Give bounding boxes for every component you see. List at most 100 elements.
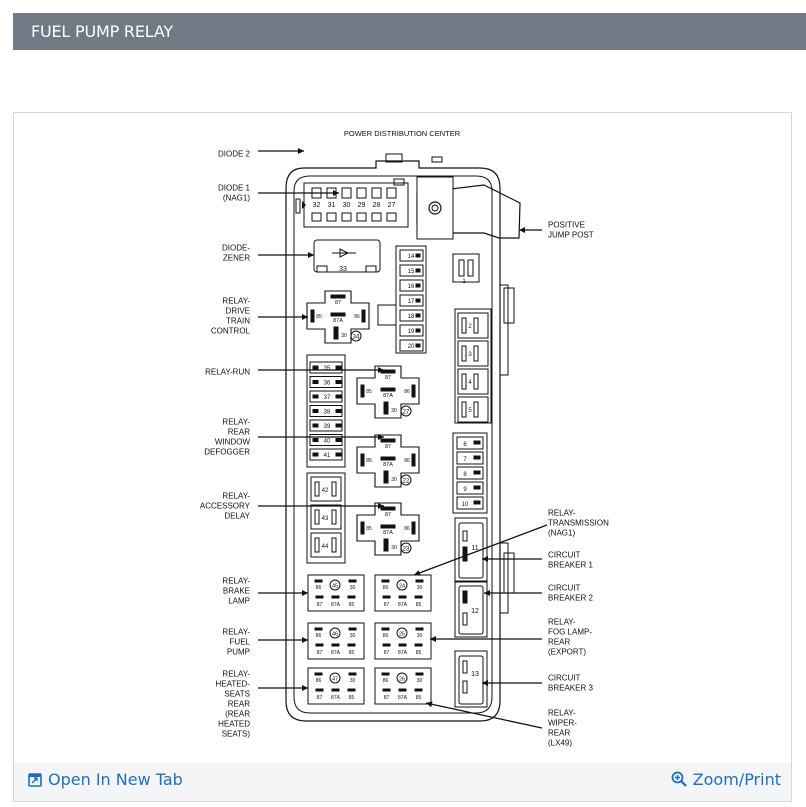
small-relay-24-label-b2: 85 [416, 602, 422, 608]
small-relay-47-pin-86 [314, 672, 323, 676]
right-arrow-2-head [482, 556, 488, 562]
left-arrow-8-head [302, 637, 308, 643]
small-relay-24-number: 24 [399, 584, 405, 590]
big-fuse-blade-a-2 [461, 317, 467, 334]
open-in-new-tab-link[interactable]: Open In New Tab [28, 770, 183, 789]
fuse-slot-38 [309, 405, 343, 417]
fuse-slot-37 [309, 390, 343, 403]
big-fuse-1-frame [452, 253, 480, 283]
fuse-slot-10 [456, 496, 484, 510]
fuse-number-36: 36 [324, 381, 331, 387]
relay-22-pin-87 [380, 438, 396, 443]
fuse-blade-17 [415, 298, 421, 303]
small-relay-46-pin-b0 [315, 643, 324, 647]
right-label-3-line-1: BREAKER 2 [548, 594, 593, 603]
small-relay-26-body [374, 667, 432, 705]
relay-23-pin-87a [380, 524, 396, 529]
small-relay-25-num-circle [396, 627, 408, 639]
small-relay-24-pin-b1 [398, 595, 407, 599]
right-arrow-5-head [482, 680, 488, 686]
small-relay-47-pin-b0 [315, 688, 324, 692]
relay-23-pin-85 [360, 521, 365, 535]
left-label-3-line-1: DRIVE [226, 307, 250, 316]
left-label-9-line-2: SEATS [224, 690, 250, 699]
breaker-12-frame [454, 580, 488, 638]
breaker-12-inner [458, 585, 484, 635]
right-arrow-1-line [413, 524, 548, 576]
small-relay-47-pin-30 [348, 672, 357, 676]
small-relay-25-pin-b0 [382, 643, 391, 647]
right-label-4-line-2: REAR [548, 638, 570, 647]
diode-slot-top-29 [356, 187, 367, 199]
breaker-13-inner [458, 655, 484, 705]
fuse-number-38: 38 [324, 410, 331, 416]
relay-27-num-circle [400, 405, 412, 417]
fuse-number-18: 18 [408, 314, 415, 320]
relay-34-label-86: 86 [354, 314, 360, 320]
big-fuse-number-3: 3 [468, 352, 472, 358]
small-relay-26-label-b0: 87 [384, 695, 390, 701]
right-clip-1-inner [503, 287, 515, 324]
fuse-number-19: 19 [408, 329, 415, 335]
housing-left-clip [295, 198, 301, 214]
small-relay-25-label-b0: 87 [384, 650, 390, 656]
fuse-number-39: 39 [324, 424, 331, 430]
left-label-5-line-0: RELAY- [222, 418, 250, 427]
breaker-number-12: 12 [471, 608, 479, 615]
left-label-7-line-2: LAMP [228, 597, 250, 606]
right-label-3-line-0: CIRCUIT [548, 584, 581, 593]
left-label-8-line-2: PUMP [227, 648, 250, 657]
big-fuse-blade-a-3 [461, 345, 467, 362]
diode-number-29: 29 [358, 202, 366, 209]
fuse-slot-15 [399, 264, 424, 277]
zener-block [313, 239, 381, 273]
fuse-slot-6 [456, 436, 484, 450]
big-fuse-number-44: 44 [322, 544, 329, 550]
breaker-13-blade-a [462, 660, 468, 674]
right-label-4-line-0: RELAY- [548, 618, 576, 627]
relay-23-body [356, 502, 420, 556]
fuse-number-17: 17 [408, 299, 415, 305]
zoom-print-label: Zoom/Print [692, 770, 781, 789]
relay-22-pin-87a [380, 456, 396, 461]
small-relay-26-pin-b1 [398, 688, 407, 692]
fuse-blade-9 [473, 485, 481, 490]
small-relay-45-num-circle [329, 579, 341, 591]
housing-top-nub [431, 156, 443, 163]
relay-27-label-30: 30 [391, 408, 397, 414]
relay-27-pin-87a [380, 387, 396, 392]
small-relay-25-pin-b1 [398, 643, 407, 647]
big-fuse-blade-b-4 [473, 373, 479, 390]
fuse-number-41: 41 [324, 453, 331, 459]
right-label-2-line-1: BREAKER 1 [548, 561, 593, 570]
relay-34-body [306, 290, 370, 344]
relay-22-pin-30 [383, 470, 389, 484]
zoom-print-link[interactable]: Zoom/Print [671, 770, 781, 789]
small-relay-47-label-30: 30 [350, 678, 356, 684]
fuse-column-right-lower-frame [452, 432, 488, 514]
small-relay-47-label-86: 86 [316, 678, 322, 684]
fuse-slot-7 [456, 451, 484, 465]
fuse-blade-19 [415, 328, 421, 333]
housing-inner [293, 175, 493, 714]
big-fuse-blade-b-42 [331, 481, 337, 497]
zener-foot-right [365, 265, 377, 273]
right-label-6-line-1: WIPER- [548, 719, 577, 728]
relay-23-label-86: 86 [404, 526, 410, 532]
small-relay-47-pin-b2 [347, 688, 356, 692]
small-relay-24-pin-b2 [414, 595, 423, 599]
big-fuse-blade-a-43 [314, 509, 320, 525]
small-relay-46-label-b1: 87A [331, 650, 341, 656]
small-relay-45-label-b0: 87 [317, 602, 323, 608]
small-relay-45-label-b2: 85 [349, 602, 355, 608]
relay-27-number: 27 [403, 410, 410, 416]
fuse-number-6: 6 [463, 442, 467, 448]
fuse-slot-9 [456, 481, 484, 495]
left-arrow-7-head [302, 590, 308, 596]
diode-slot-top-28 [371, 187, 382, 199]
left-label-6-line-0: RELAY- [222, 492, 250, 501]
left-label-9-line-5: HEATED [218, 720, 250, 729]
small-relay-45-label-b1: 87A [331, 602, 341, 608]
right-label-4-line-3: (EXPORT) [548, 648, 586, 657]
